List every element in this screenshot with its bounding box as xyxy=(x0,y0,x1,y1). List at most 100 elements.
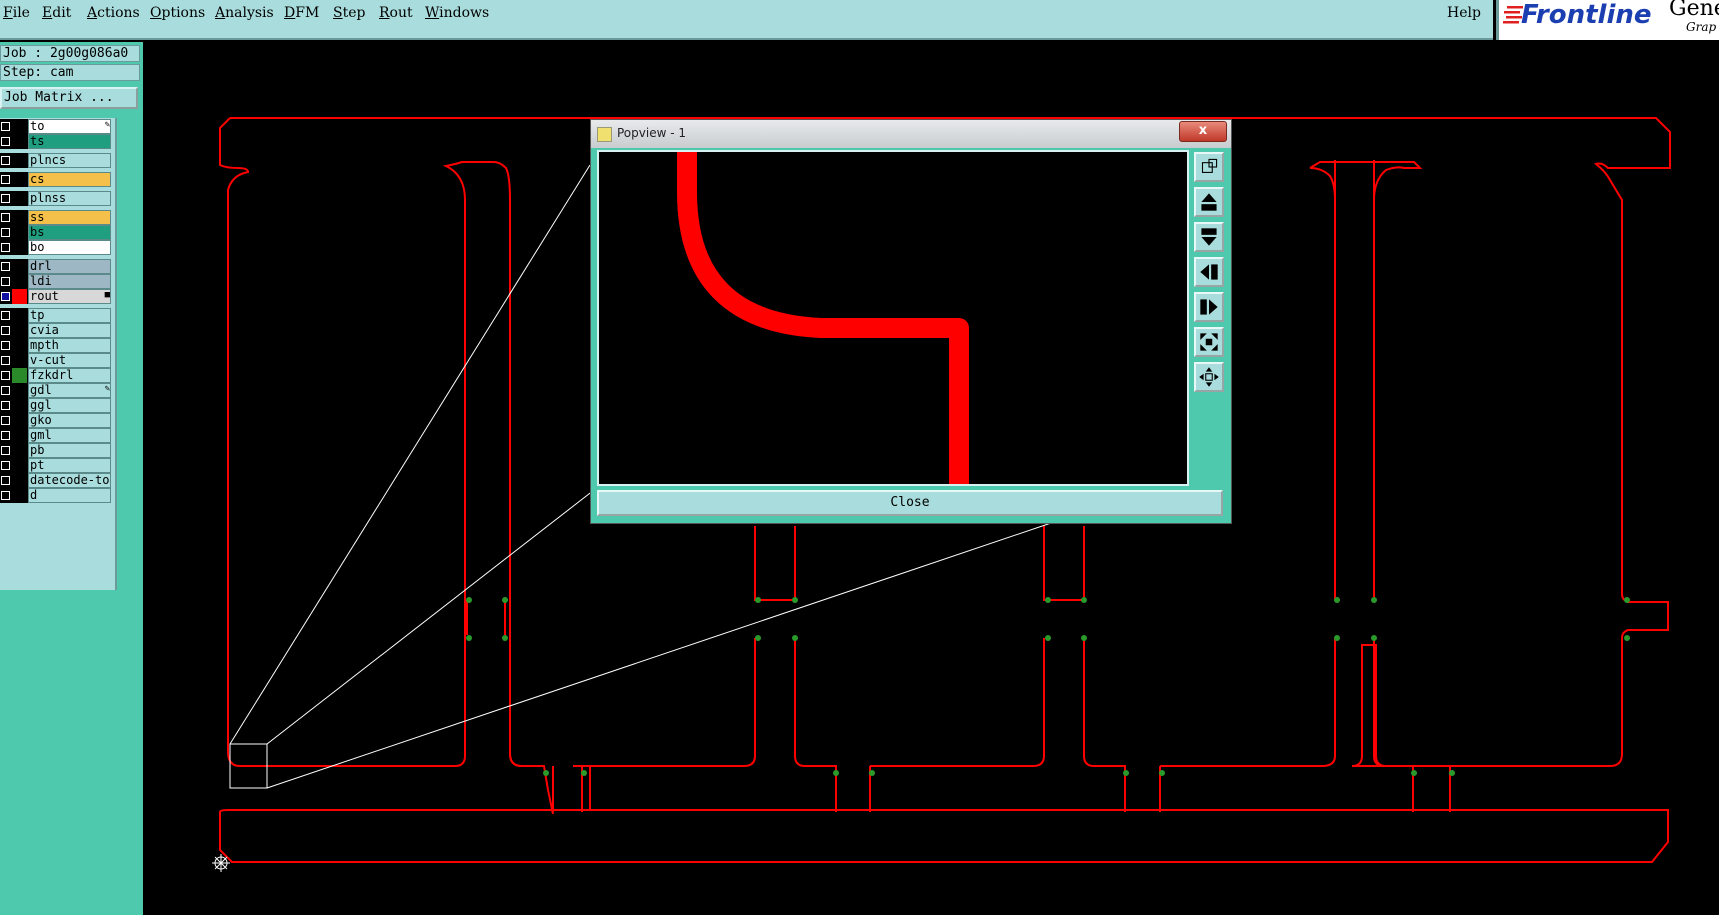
layer-name[interactable]: pb xyxy=(28,443,111,458)
layer-color-swatch[interactable] xyxy=(12,119,27,134)
layer-name[interactable]: d xyxy=(28,488,111,503)
menu-edit[interactable]: Edit xyxy=(42,5,72,21)
layer-row-mpth[interactable]: mpth xyxy=(0,338,113,353)
layer-name[interactable]: to xyxy=(28,119,111,134)
layer-color-swatch[interactable] xyxy=(12,473,27,488)
menu-dfm[interactable]: DFM xyxy=(284,5,320,21)
layer-row-fzkdrl[interactable]: fzkdrl xyxy=(0,368,113,383)
zoom-in-icon[interactable] xyxy=(1194,327,1224,357)
layer-row-cvia[interactable]: cvia xyxy=(0,323,113,338)
layer-name[interactable]: pt xyxy=(28,458,111,473)
layer-row-ldi[interactable]: ldi xyxy=(0,274,113,289)
layer-name[interactable]: cvia xyxy=(28,323,111,338)
layer-row-tp[interactable]: tp xyxy=(0,308,113,323)
layer-checkbox[interactable] xyxy=(1,446,10,455)
layer-checkbox[interactable] xyxy=(1,416,10,425)
layer-color-swatch[interactable] xyxy=(12,153,27,168)
layer-color-swatch[interactable] xyxy=(12,368,27,383)
layer-color-swatch[interactable] xyxy=(12,458,27,473)
layer-name[interactable]: fzkdrl xyxy=(28,368,111,383)
layer-row-cs[interactable]: cs xyxy=(0,172,113,187)
menu-help[interactable]: Help xyxy=(1447,5,1481,21)
layer-row-drl[interactable]: drl xyxy=(0,259,113,274)
layer-color-swatch[interactable] xyxy=(12,488,27,503)
layer-checkbox[interactable] xyxy=(1,175,10,184)
layer-name[interactable]: gml xyxy=(28,428,111,443)
menu-actions[interactable]: Actions xyxy=(87,5,140,21)
layer-checkbox[interactable] xyxy=(1,401,10,410)
layer-name[interactable]: drl xyxy=(28,259,111,274)
layer-row-to[interactable]: to✎ xyxy=(0,119,113,134)
layer-checkbox[interactable] xyxy=(1,156,10,165)
layer-checkbox[interactable] xyxy=(1,491,10,500)
layer-checkbox[interactable] xyxy=(1,213,10,222)
layer-name[interactable]: gdl xyxy=(28,383,111,398)
layer-checkbox[interactable] xyxy=(1,277,10,286)
layer-color-swatch[interactable] xyxy=(12,353,27,368)
layer-color-swatch[interactable] xyxy=(12,289,27,304)
menu-file[interactable]: File xyxy=(3,5,30,21)
layer-row-pt[interactable]: pt xyxy=(0,458,113,473)
layer-checkbox[interactable] xyxy=(1,194,10,203)
layer-row-bo[interactable]: bo xyxy=(0,240,113,255)
layer-color-swatch[interactable] xyxy=(12,443,27,458)
layer-name[interactable]: ggl xyxy=(28,398,111,413)
layer-row-gdl[interactable]: gdl✎ xyxy=(0,383,113,398)
layer-name[interactable]: cs xyxy=(28,172,111,187)
graphic-canvas[interactable] xyxy=(143,42,1719,915)
layer-row-ggl[interactable]: ggl xyxy=(0,398,113,413)
layer-color-swatch[interactable] xyxy=(12,134,27,149)
pan-up-icon[interactable] xyxy=(1194,187,1224,217)
layer-row-pb[interactable]: pb xyxy=(0,443,113,458)
layer-color-swatch[interactable] xyxy=(12,240,27,255)
menu-windows[interactable]: Windows xyxy=(425,5,490,21)
zoom-window-icon[interactable] xyxy=(1194,152,1224,182)
layer-color-swatch[interactable] xyxy=(12,274,27,289)
layer-name[interactable]: gko xyxy=(28,413,111,428)
layer-name[interactable]: mpth xyxy=(28,338,111,353)
layer-row-v-cut[interactable]: v-cut xyxy=(0,353,113,368)
layer-checkbox[interactable] xyxy=(1,386,10,395)
layer-name[interactable]: bo xyxy=(28,240,111,255)
layer-name[interactable]: ss xyxy=(28,210,111,225)
popview-close-x-button[interactable]: x xyxy=(1179,121,1227,142)
menu-options[interactable]: Options xyxy=(150,5,206,21)
pan-right-icon[interactable] xyxy=(1194,292,1224,322)
job-matrix-button[interactable]: Job Matrix ... xyxy=(0,87,138,109)
popview-close-button[interactable]: Close xyxy=(597,490,1223,516)
layer-checkbox[interactable] xyxy=(1,476,10,485)
layer-color-swatch[interactable] xyxy=(12,308,27,323)
layer-checkbox[interactable] xyxy=(1,341,10,350)
pan-left-icon[interactable] xyxy=(1194,257,1224,287)
layer-checkbox[interactable] xyxy=(1,122,10,131)
layer-name[interactable]: ts xyxy=(28,134,111,149)
layer-color-swatch[interactable] xyxy=(12,225,27,240)
layer-row-plnss[interactable]: plnss xyxy=(0,191,113,206)
menu-rout[interactable]: Rout xyxy=(379,5,413,21)
layer-row-gko[interactable]: gko xyxy=(0,413,113,428)
layer-checkbox[interactable] xyxy=(1,292,10,301)
layer-color-swatch[interactable] xyxy=(12,323,27,338)
layer-checkbox[interactable] xyxy=(1,371,10,380)
layer-checkbox[interactable] xyxy=(1,461,10,470)
layer-checkbox[interactable] xyxy=(1,262,10,271)
layer-color-swatch[interactable] xyxy=(12,428,27,443)
layer-row-ss[interactable]: ss xyxy=(0,210,113,225)
layer-checkbox[interactable] xyxy=(1,311,10,320)
layer-checkbox[interactable] xyxy=(1,243,10,252)
layer-name[interactable]: plncs xyxy=(28,153,111,168)
layer-color-swatch[interactable] xyxy=(12,413,27,428)
layer-color-swatch[interactable] xyxy=(12,210,27,225)
layer-color-swatch[interactable] xyxy=(12,338,27,353)
layer-row-d[interactable]: d xyxy=(0,488,113,503)
layer-row-datecode-to[interactable]: datecode-to xyxy=(0,473,113,488)
layer-name[interactable]: ldi xyxy=(28,274,111,289)
pan-down-icon[interactable] xyxy=(1194,222,1224,252)
layer-name[interactable]: rout xyxy=(28,289,111,304)
layer-row-plncs[interactable]: plncs xyxy=(0,153,113,168)
menu-step[interactable]: Step xyxy=(333,5,366,21)
layer-checkbox[interactable] xyxy=(1,431,10,440)
layer-checkbox[interactable] xyxy=(1,356,10,365)
layer-checkbox[interactable] xyxy=(1,326,10,335)
layer-color-swatch[interactable] xyxy=(12,172,27,187)
